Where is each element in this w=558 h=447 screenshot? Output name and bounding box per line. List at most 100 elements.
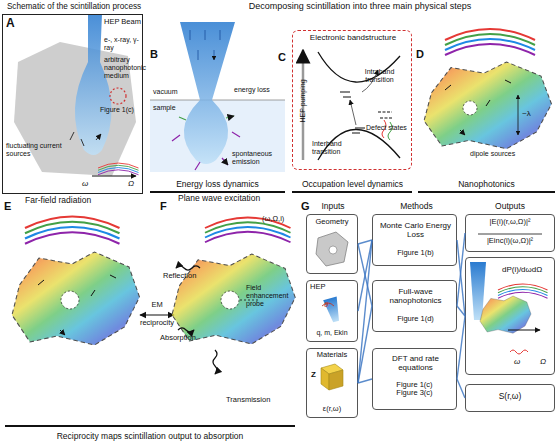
panel-e-art — [12, 252, 140, 345]
node-text: |E(i)(r,ω,Ω)|² — [466, 218, 554, 226]
panel-f-art — [172, 218, 295, 374]
output-box: dP(i)/dωdΩ ω Ω — [465, 257, 555, 375]
label-text: dipole sources — [470, 150, 530, 158]
input-output-art — [480, 296, 531, 333]
connector-line — [358, 240, 372, 383]
panel-b-art — [180, 22, 235, 164]
caption-bar — [5, 192, 555, 426]
label-text: Ω — [128, 180, 136, 189]
label-text: Decomposing scintillation into three mai… — [185, 1, 535, 11]
label-text: (ω,Ω,i) — [262, 215, 300, 223]
input-box: HEPθq, m, Ekin — [306, 280, 358, 342]
label-text: e-, x-ray, γ-ray — [104, 36, 142, 52]
panel-b-art — [150, 100, 285, 172]
panel-e-art — [12, 216, 140, 345]
panel-d-art — [424, 29, 552, 149]
bandstructure-art — [378, 112, 392, 118]
panel-b-art — [179, 116, 234, 120]
node-text: Figure 1(b) — [375, 249, 456, 257]
node-text: HEP — [310, 283, 340, 291]
method-box: Full-wave nanophotonicsFigure 1(d) — [372, 280, 457, 332]
panel-a-art — [70, 132, 101, 146]
node-text: DFT and rate equations — [375, 355, 456, 373]
connector-line — [358, 244, 372, 306]
panel-e-art — [61, 291, 79, 309]
panel-d-art — [424, 62, 552, 149]
input-output-art — [508, 330, 540, 331]
label-text: EM — [145, 301, 169, 309]
node-text: θ — [324, 301, 334, 310]
caption-bar — [5, 425, 295, 427]
label-text: ~λ — [522, 110, 547, 119]
node-text: ε(r,ω) — [307, 405, 357, 413]
node-text: Figure 1(d) — [375, 315, 456, 323]
input-output-art — [510, 350, 528, 354]
panel-a-art — [98, 163, 139, 175]
label-text: reciprocity — [134, 319, 180, 327]
panel-e-art — [25, 216, 119, 243]
input-output-art — [321, 364, 343, 374]
label-text: Figure 1(c) — [100, 106, 142, 114]
panel-f-art — [178, 328, 194, 332]
label-text: Inputs — [308, 202, 358, 212]
label-text: G — [301, 200, 313, 212]
output-box: S(r,ω) — [465, 384, 555, 412]
label-text: Plane wave excitation — [178, 194, 298, 204]
label-text: Interband transition — [312, 140, 362, 156]
label-text: Far-field radiation — [25, 196, 135, 206]
label-text: Field enhancement probe — [246, 284, 296, 307]
label-text: vacuum — [153, 88, 193, 96]
panel-a-art — [75, 14, 112, 155]
connector-line — [358, 240, 372, 311]
caption-bar — [418, 191, 555, 193]
input-box: MaterialsZε(r,ω) — [306, 348, 358, 418]
node-text: Ω — [540, 358, 550, 367]
input-output-art — [323, 297, 343, 324]
connector-line — [358, 379, 372, 383]
node-text: Electronic bandstructure — [295, 34, 411, 43]
panel-a-art — [110, 88, 126, 104]
input-output-art — [316, 232, 548, 390]
label-text: HEP pumping — [299, 71, 307, 131]
connector-line — [358, 240, 372, 244]
node-text: ω — [514, 358, 524, 367]
label-text: Occupation level dynamics — [290, 180, 415, 190]
panel-d-art — [445, 80, 511, 135]
panel-b-art — [150, 22, 285, 172]
reciprocity-arrow — [140, 314, 174, 315]
node-text: C — [278, 51, 290, 63]
label-text: arbitrary nanophotonic medium — [104, 56, 142, 79]
label-text: Intraband transition — [352, 68, 407, 84]
bandstructure-art — [350, 100, 356, 125]
node-text: dP(i)/dωdΩ — [502, 266, 554, 275]
label-text: E — [4, 200, 16, 212]
node-text: Schematic of the scintillation process — [0, 2, 149, 11]
label-text: Absorption — [160, 334, 205, 342]
caption-bar — [150, 191, 285, 193]
method-box: DFT and rate equationsFigure 1(c) Figure… — [372, 348, 457, 410]
panel-b-art — [190, 30, 220, 60]
label-text: Outputs — [465, 202, 555, 212]
panel-f-art — [221, 291, 239, 309]
label-text: fluctuating current sources — [6, 142, 68, 158]
panel-a-art — [92, 176, 136, 177]
input-output-art — [316, 232, 348, 266]
panel-f-art — [213, 350, 217, 374]
output-box: |E(i)(r,ω,Ω)|²|Einc(i)(ω,Ω)|² — [465, 214, 555, 252]
node-text: Materials — [307, 351, 357, 359]
input-output-art — [470, 262, 486, 320]
label-text: HEP Beam — [104, 18, 142, 26]
label-text: Reflection — [163, 272, 208, 280]
input-output-art — [478, 234, 542, 235]
panel-f-art — [172, 254, 295, 344]
input-output-art — [329, 246, 337, 254]
panel-f-art — [176, 266, 200, 270]
panel-d-art — [518, 95, 519, 135]
node-text: Figure 1(c) Figure 3(c) — [390, 381, 439, 398]
label-text: Defect states — [366, 124, 410, 132]
connector-line — [457, 233, 465, 306]
connector-line — [457, 306, 465, 316]
